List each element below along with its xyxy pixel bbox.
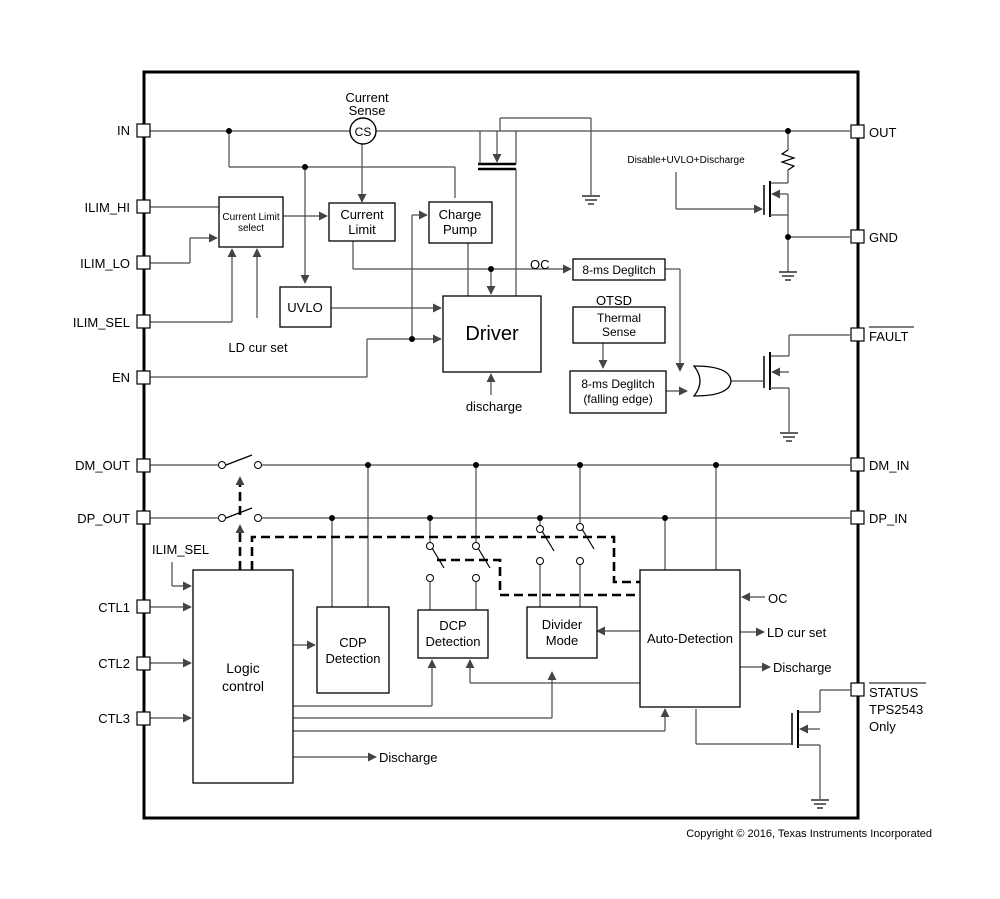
status-note-line2: Only — [869, 719, 896, 734]
pin-label-dm-in: DM_IN — [869, 458, 909, 473]
block-auto-detection: Auto-Detection — [639, 569, 741, 708]
pin-label-en: EN — [112, 370, 130, 385]
pin-label-ilim-lo: ILIM_LO — [80, 256, 130, 271]
pin-label-in: IN — [117, 123, 130, 138]
pin-label-ilim-hi: ILIM_HI — [84, 200, 130, 215]
oc-label-top: OC — [530, 257, 550, 272]
block-divider-mode: Divider Mode — [526, 606, 598, 659]
block-thermal-sense: Thermal Sense — [572, 306, 666, 344]
svg-text:Charge: Charge — [439, 207, 482, 222]
power-path-wires — [150, 117, 850, 442]
block-charge-pump: Charge Pump — [428, 201, 493, 244]
svg-text:Logic: Logic — [226, 660, 259, 676]
pins-right — [850, 124, 865, 697]
svg-text:control: control — [222, 678, 264, 694]
svg-text:Thermal: Thermal — [597, 311, 641, 325]
block-driver: Driver — [442, 295, 542, 373]
pin-label-gnd: GND — [869, 230, 898, 245]
svg-text:8-ms Deglitch: 8-ms Deglitch — [581, 377, 654, 391]
svg-text:Pump: Pump — [443, 222, 477, 237]
pins-left — [136, 123, 151, 726]
block-current-limit-select: Current Limit select — [218, 196, 284, 248]
svg-text:Detection: Detection — [326, 651, 381, 666]
block-cdp-detection: CDP Detection — [316, 606, 390, 694]
discharge-label-bottom: Discharge — [379, 750, 438, 765]
pin-label-ctl2: CTL2 — [98, 656, 130, 671]
pin-label-ctl3: CTL3 — [98, 711, 130, 726]
cs-symbol-label: CS — [355, 125, 372, 139]
pin-label-ilim-sel: ILIM_SEL — [73, 315, 130, 330]
block-uvlo: UVLO — [279, 286, 332, 328]
ld-cur-set-label-right: LD cur set — [767, 625, 827, 640]
discharge-label-right: Discharge — [773, 660, 832, 675]
block-current-limit: Current Limit — [328, 202, 396, 242]
status-note-line1: TPS2543 — [869, 702, 923, 717]
ld-cur-set-label-top: LD cur set — [228, 340, 288, 355]
junction-dots — [226, 128, 791, 521]
svg-text:Driver: Driver — [465, 323, 519, 345]
svg-text:UVLO: UVLO — [287, 300, 322, 315]
block-deglitch-oc: 8-ms Deglitch — [572, 258, 666, 281]
data-path-wires — [150, 454, 850, 809]
svg-text:CDP: CDP — [339, 635, 366, 650]
oc-label-right: OC — [768, 591, 788, 606]
svg-text:Auto-Detection: Auto-Detection — [647, 631, 733, 646]
svg-text:DCP: DCP — [439, 618, 466, 633]
svg-text:Current: Current — [340, 207, 384, 222]
svg-text:8-ms Deglitch: 8-ms Deglitch — [582, 263, 655, 277]
pin-label-dm-out: DM_OUT — [75, 458, 130, 473]
copyright: Copyright © 2016, Texas Instruments Inco… — [686, 828, 932, 840]
svg-text:Limit: Limit — [348, 222, 376, 237]
svg-text:(falling edge): (falling edge) — [583, 392, 652, 406]
block-dcp-detection: DCP Detection — [417, 609, 489, 659]
pin-label-fault: FAULT — [869, 329, 909, 344]
otsd-label: OTSD — [596, 293, 632, 308]
svg-text:Sense: Sense — [602, 325, 636, 339]
pin-label-dp-in: DP_IN — [869, 511, 907, 526]
svg-text:Current Limit: Current Limit — [222, 212, 279, 223]
svg-text:Mode: Mode — [546, 633, 579, 648]
current-sense-label-2: Sense — [349, 103, 386, 118]
disable-uvlo-discharge-label: Disable+UVLO+Discharge — [627, 155, 745, 166]
ilim-sel-inner-label: ILIM_SEL — [152, 542, 209, 557]
svg-text:Divider: Divider — [542, 617, 583, 632]
current-sense-label-1: Current — [345, 90, 389, 105]
svg-text:Detection: Detection — [426, 634, 481, 649]
pin-label-ctl1: CTL1 — [98, 600, 130, 615]
svg-text:select: select — [238, 223, 264, 234]
block-logic-control: Logic control — [192, 569, 294, 784]
pin-label-out: OUT — [869, 125, 897, 140]
pin-label-dp-out: DP_OUT — [77, 511, 130, 526]
device-border — [142, 70, 860, 820]
block-deglitch-falling-edge: 8-ms Deglitch (falling edge) — [569, 370, 667, 414]
pin-label-status: STATUS — [869, 685, 919, 700]
driver-discharge-label: discharge — [466, 399, 522, 414]
